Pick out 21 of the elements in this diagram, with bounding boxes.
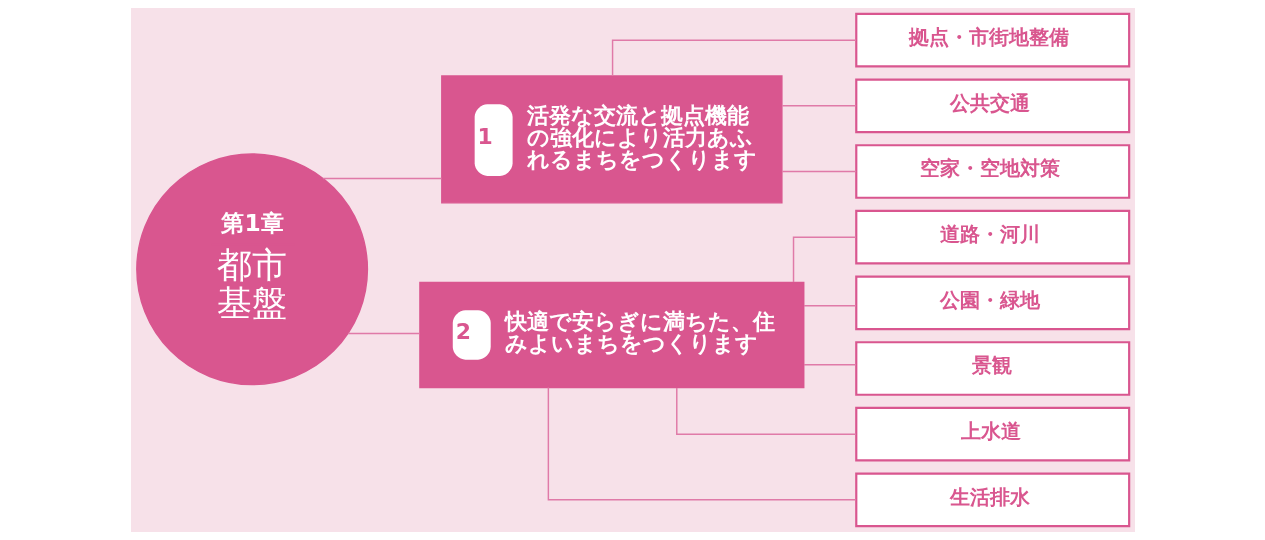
node-box: 上水道: [854, 406, 1130, 462]
node-box: 公園・緑地: [854, 275, 1130, 331]
connector: [547, 386, 856, 501]
connector: [781, 170, 857, 173]
node-circle: 第1章 都市基盤: [135, 153, 368, 386]
node-box: 生活排水: [854, 472, 1130, 528]
node-box: 2 快適で安らぎに満ちた、住みよいまちをつくります: [418, 281, 804, 389]
connector: [611, 39, 857, 77]
connector: [792, 236, 857, 283]
node-box: 景観: [854, 341, 1130, 396]
node-box: 道路・河川: [854, 209, 1130, 265]
node-box: 公共交通: [854, 78, 1130, 134]
node-box: 拠点・市街地整備: [854, 12, 1130, 68]
connector: [321, 177, 442, 180]
connector: [802, 364, 857, 366]
node-box: 空家・空地対策: [854, 144, 1130, 199]
connector: [346, 332, 420, 335]
connector: [675, 387, 857, 435]
connector: [781, 105, 857, 107]
connector: [802, 305, 857, 307]
node-box: 1 活発な交流と拠点機能の強化により活力あふれるまちをつくります: [440, 75, 783, 204]
